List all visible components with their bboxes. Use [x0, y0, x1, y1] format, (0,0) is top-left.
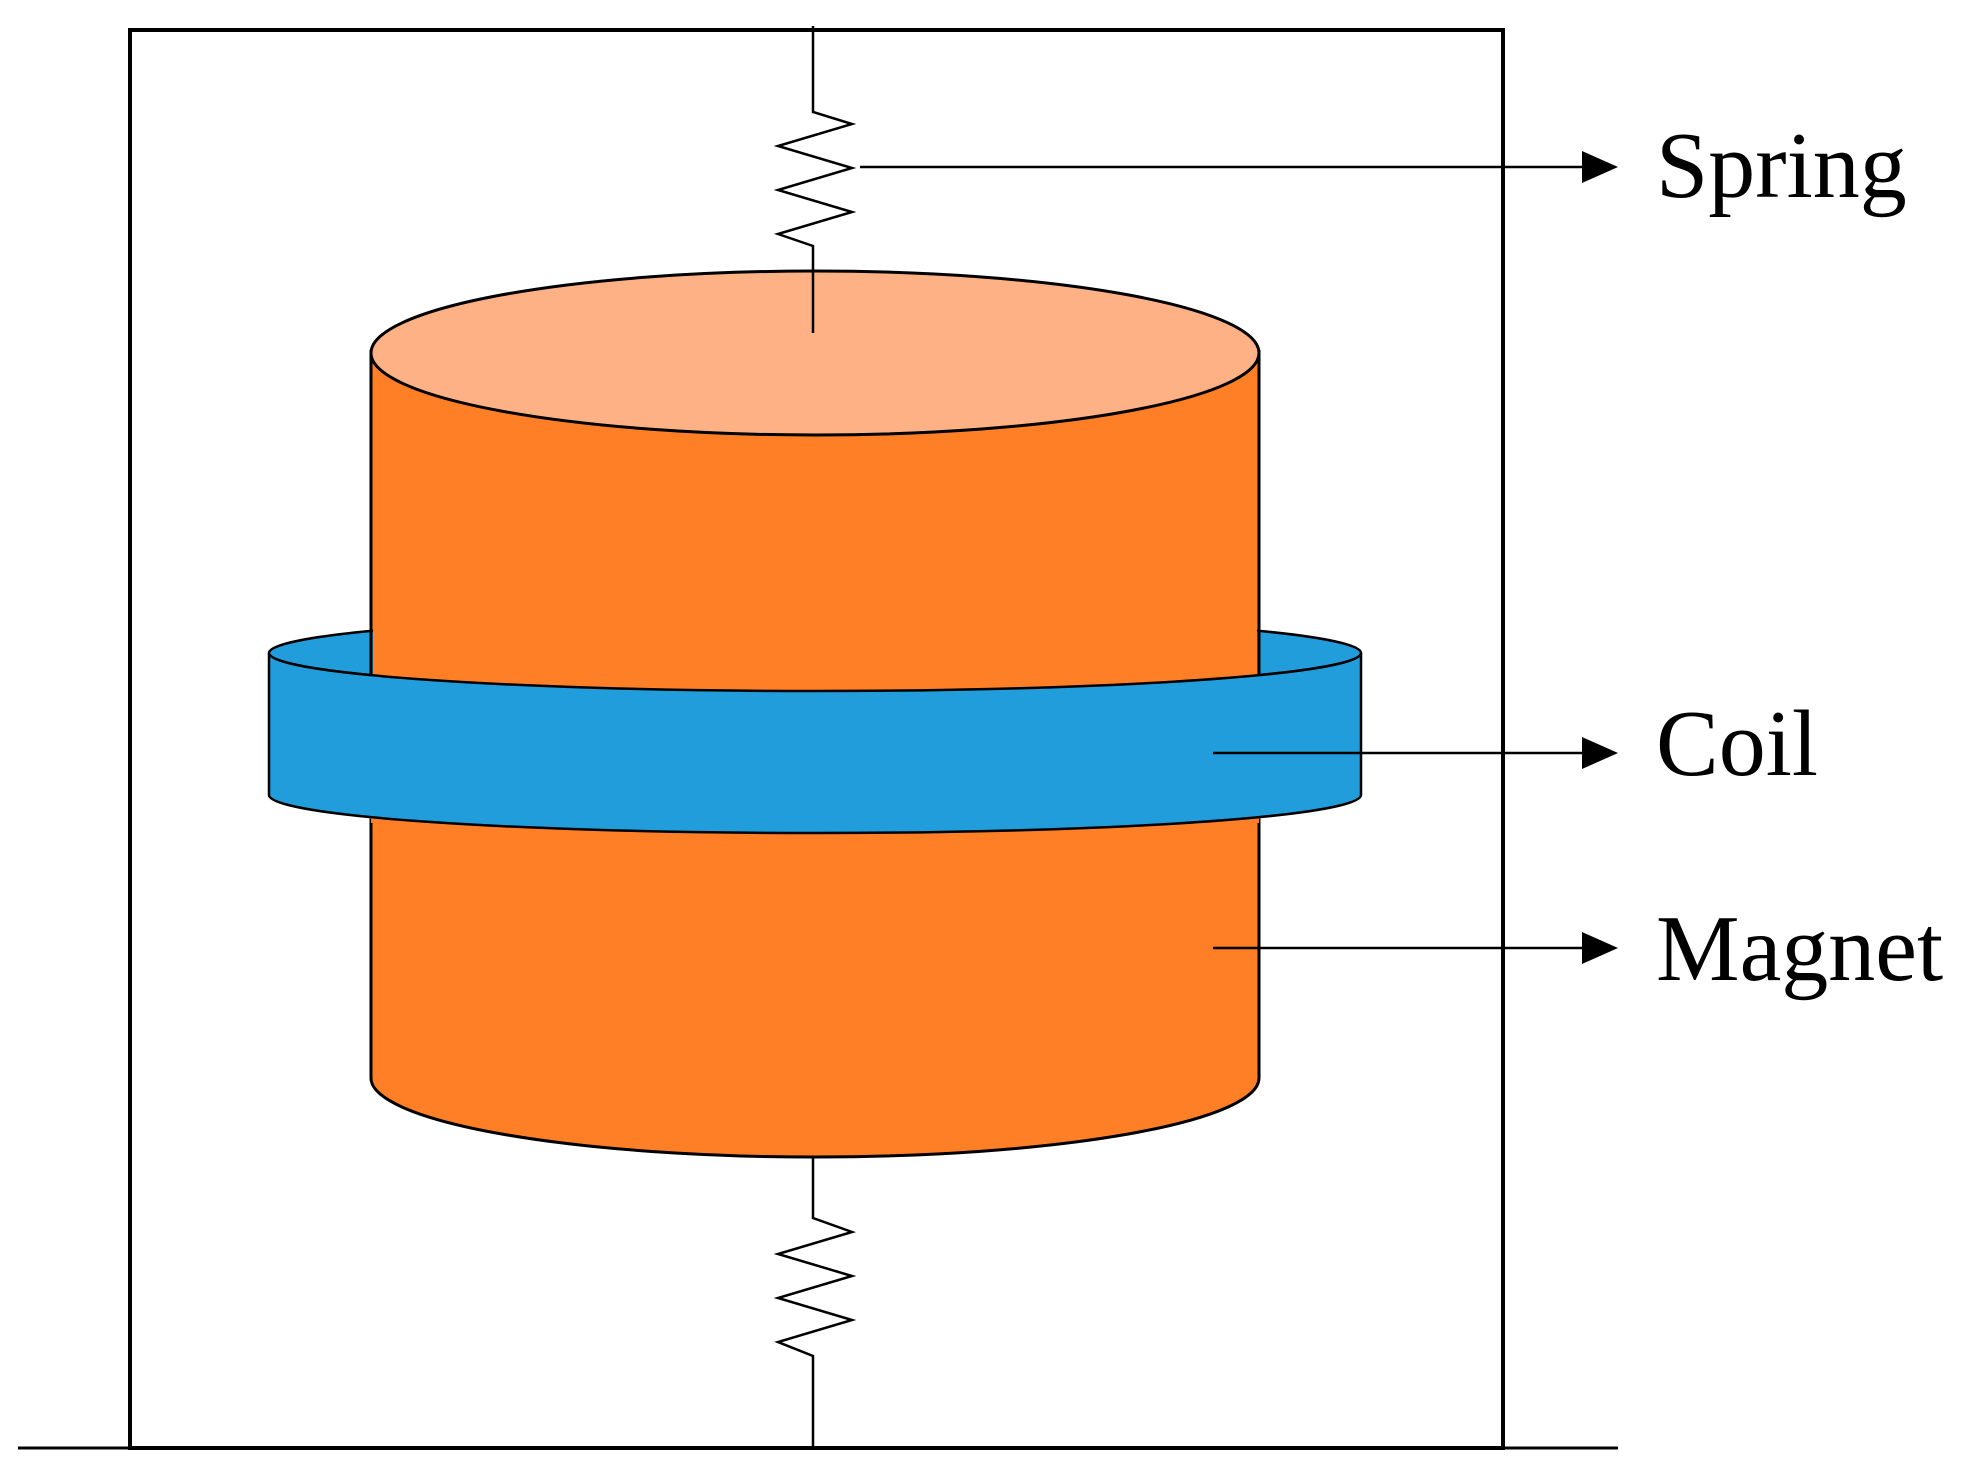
spring-label: Spring — [1656, 114, 1907, 218]
coil-band — [267, 652, 1363, 835]
bottom-spring — [773, 1158, 857, 1448]
magnet-top-cap — [369, 269, 1261, 437]
magnet-label: Magnet — [1656, 897, 1943, 1001]
magnet-arrowhead — [1582, 932, 1618, 964]
magnet-body-lower — [369, 818, 1261, 1159]
coil-label: Coil — [1656, 692, 1818, 796]
coil-arrowhead — [1582, 737, 1618, 769]
housing-frame — [128, 28, 1505, 1450]
top-spring — [773, 26, 857, 333]
spring-arrowhead — [1582, 151, 1618, 183]
